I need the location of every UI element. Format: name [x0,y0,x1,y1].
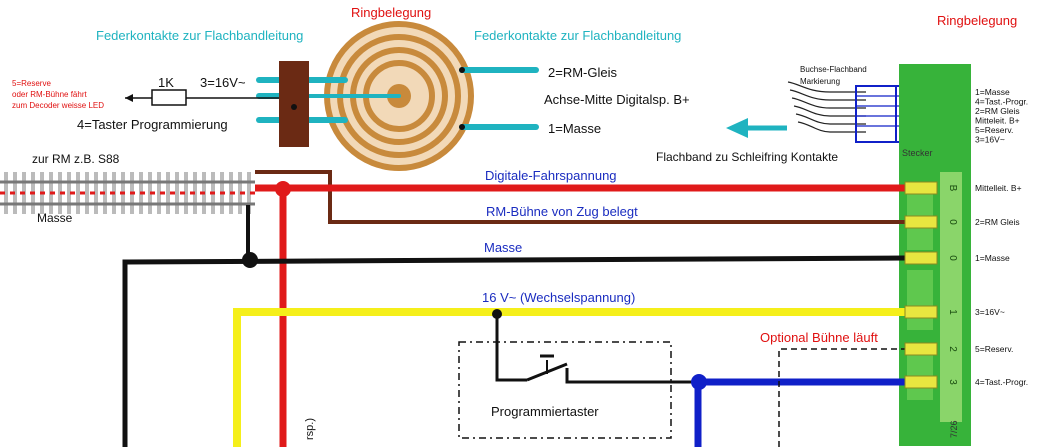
pin-label: 2=RM Gleis [975,217,1020,227]
legend-item: 1=Masse [975,87,1010,97]
digital-label: Digitale-Fahrspannung [485,168,617,183]
taster-wire [694,378,905,447]
resistor-label: 1K [158,75,174,90]
pcb-pad [904,305,938,319]
rm-track-label: zur RM z.B. S88 [32,152,120,166]
contact-4-label: 4=Taster Programmierung [77,117,228,132]
reserve-line-1: 5=Reserve [12,79,51,88]
vertical-fragment: rsp.) [304,418,316,440]
spring-left-label: Federkontakte zur Flachbandleitung [96,28,303,43]
taster-wiring [492,309,700,384]
legend-item: 3=16V~ [975,135,1005,145]
legend-item: 4=Tast.-Progr. [975,97,1028,107]
ac-wire [233,308,905,447]
board-code: 7/26 [949,420,959,438]
pin-number: 1 [947,309,958,315]
taster-label: Programmiertaster [491,404,599,419]
plug-label: Stecker [902,148,933,158]
reserve-line-2: oder RM-Bühne fährt [12,90,87,99]
ac-label: 16 V~ (Wechselspannung) [482,290,635,305]
connector-title: Ringbelegung [937,13,1017,28]
flat-cable-arrow [726,118,787,138]
track [0,172,255,214]
socket-label: Buchse-Flachband [800,65,867,74]
pcb-pad [904,251,938,265]
track-masse-label: Masse [37,211,73,225]
contact-3-label: 3=16V~ [200,75,246,90]
pcb-pads: B Mittelleit. B+ 0 2=RM Gleis 0 1=Masse 1 3=16V… [904,181,1028,389]
pin-number: 3 [947,379,958,385]
rm-wire [255,170,905,224]
ring-title: Ringbelegung [351,5,431,20]
pcb-pad [904,342,938,356]
pin-label: Mittelleit. B+ [975,183,1022,193]
pin-label: 1=Masse [975,253,1010,263]
pin-label: 4=Tast.-Progr. [975,377,1028,387]
marking-label: Markierung [800,77,840,86]
socket-box [855,85,897,143]
pin-number: 2 [947,346,958,352]
masse-wire [122,255,906,447]
axis-label: Achse-Mitte Digitalsp. B+ [544,92,690,107]
spring-right-label: Federkontakte zur Flachbandleitung [474,28,681,43]
optional-dashed [778,348,905,447]
pin-label: 3=16V~ [975,307,1005,317]
legend-item: 2=RM Gleis [975,106,1020,116]
legend-item: Mitteleit. B+ [975,116,1020,126]
contact-2-label: 2=RM-Gleis [548,65,617,80]
legend-item: 5=Reserv. [975,125,1013,135]
optional-label: Optional Bühne läuft [760,330,878,345]
pin-number: 0 [947,255,958,261]
resistor-1k [125,89,279,106]
pin-number: 0 [947,219,958,225]
flat-cable-label: Flachband zu Schleifring Kontakte [656,150,838,164]
contact-1-label: 1=Masse [548,121,601,136]
pcb-pad [904,215,938,229]
pin-label: 5=Reserv. [975,344,1013,354]
pcb-pad [904,375,938,389]
reserve-line-3: zum Decoder weisse LED [12,101,104,110]
rm-label: RM-Bühne von Zug belegt [486,204,638,219]
labels: Ringbelegung Federkontakte zur Flachband… [12,5,1017,440]
masse-label: Masse [484,240,522,255]
flat-cable [787,81,866,133]
taster-box [458,341,672,439]
pcb-pad [904,181,938,195]
pin-number: B [947,185,958,192]
